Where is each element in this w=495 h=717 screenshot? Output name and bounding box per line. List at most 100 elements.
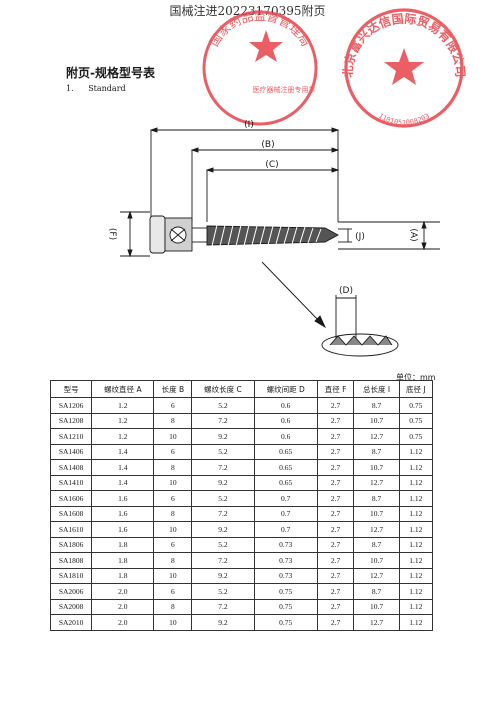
table-cell: 1.2 [91, 428, 155, 445]
table-cell: 2.7 [316, 490, 355, 507]
table-cell: 2.7 [316, 412, 355, 429]
dim-label-D: (D) [339, 286, 353, 296]
table-cell: 12.7 [353, 521, 400, 538]
table-cell: 0.6 [253, 428, 318, 445]
unit-label: 单位：mm [396, 373, 436, 382]
table-cell: 7.2 [191, 598, 255, 615]
svg-text:1101051008203: 1101051008203 [377, 112, 431, 127]
table-cell: 2.7 [316, 552, 355, 569]
table-cell: 1.6 [91, 505, 155, 522]
star-icon [384, 48, 424, 85]
table-cell: 5.2 [191, 536, 255, 553]
table-cell: SA1806 [49, 536, 93, 553]
table-cell: SA1808 [49, 552, 93, 569]
table-cell: 10 [153, 474, 193, 491]
dim-label-I: (I) [244, 120, 254, 130]
column-header: 长度 B [153, 380, 193, 398]
table-cell: 1.4 [91, 474, 155, 491]
table-cell: 10 [153, 521, 193, 538]
table-cell: 7.2 [191, 459, 255, 476]
table-cell: 0.73 [253, 552, 318, 569]
table-cell: 9.2 [191, 428, 255, 445]
table-cell: 5.2 [191, 490, 255, 507]
section-label: Standard [88, 84, 126, 93]
table-cell: 1.8 [91, 536, 155, 553]
table-cell: 1.8 [91, 567, 155, 584]
table-cell: 0.7 [253, 521, 318, 538]
table-cell: 6 [153, 490, 193, 507]
table-cell: 1.12 [398, 490, 434, 507]
column-header: 螺纹直径 A [91, 380, 155, 398]
table-cell: 1.12 [398, 552, 434, 569]
table-cell: 1.12 [398, 536, 434, 553]
table-cell: SA1206 [49, 397, 93, 414]
table-cell: 0.75 [398, 428, 434, 445]
table-cell: 9.2 [191, 474, 255, 491]
table-cell: 2.7 [316, 428, 355, 445]
table-cell: 1.12 [398, 567, 434, 584]
table-cell: 1.12 [398, 474, 434, 491]
table-cell: 12.7 [353, 614, 400, 631]
table-cell: 10.7 [353, 598, 400, 615]
dim-label-A: (A) [408, 228, 418, 241]
company-seal-right: 北京富兴达信国际贸易有限公司 1101051008203 [340, 8, 467, 128]
table-cell: SA1208 [49, 412, 93, 429]
table-cell: 2.7 [316, 536, 355, 553]
table-cell: 2.0 [91, 583, 155, 600]
star-icon [249, 30, 283, 62]
table-cell: 10.7 [353, 552, 400, 569]
table-cell: 0.7 [253, 490, 318, 507]
table-cell: SA1608 [49, 505, 93, 522]
table-cell: 10.7 [353, 412, 400, 429]
table-cell: 6 [153, 583, 193, 600]
table-cell: SA2008 [49, 598, 93, 615]
table-cell: 2.7 [316, 583, 355, 600]
table-cell: 2.7 [316, 614, 355, 631]
spec-table: 型号 螺纹直径 A 长度 B 螺纹长度 C 螺纹间距 D 直径 F 总长度 I … [49, 380, 434, 631]
table-cell: SA2010 [49, 614, 93, 631]
table-cell: 2.7 [316, 459, 355, 476]
table-cell: 1.2 [91, 412, 155, 429]
seal-right-number: 1101051008203 [377, 112, 431, 127]
table-cell: SA1408 [49, 459, 93, 476]
table-cell: 0.75 [398, 397, 434, 414]
table-cell: 5.2 [191, 443, 255, 460]
column-header: 底径 J [398, 380, 434, 398]
table-cell: 1.12 [398, 614, 434, 631]
table-cell: 1.12 [398, 443, 434, 460]
page-title: 附页-规格型号表 [66, 66, 155, 80]
dim-label-J: (J) [355, 232, 365, 242]
table-cell: 7.2 [191, 552, 255, 569]
table-cell: 2.7 [316, 443, 355, 460]
table-cell: 10 [153, 614, 193, 631]
table-cell: 2.7 [316, 474, 355, 491]
table-cell: 1.8 [91, 552, 155, 569]
table-header-row: 型号 螺纹直径 A 长度 B 螺纹长度 C 螺纹间距 D 直径 F 总长度 I … [49, 380, 434, 398]
table-cell: 8.7 [353, 536, 400, 553]
table-cell: 8.7 [353, 397, 400, 414]
table-cell: 6 [153, 536, 193, 553]
registration-code: 国械注进20223170395附页 [169, 4, 326, 18]
table-cell: 2.0 [91, 598, 155, 615]
table-cell: 5.2 [191, 583, 255, 600]
table-cell: SA2006 [49, 583, 93, 600]
table-cell: 8 [153, 459, 193, 476]
table-cell: 1.12 [398, 459, 434, 476]
table-cell: 1.12 [398, 521, 434, 538]
seal-left-inner: 医疗器械注册专用章 [253, 85, 316, 94]
table-cell: 1.6 [91, 490, 155, 507]
table-cell: 0.65 [253, 459, 318, 476]
table-cell: 8 [153, 505, 193, 522]
